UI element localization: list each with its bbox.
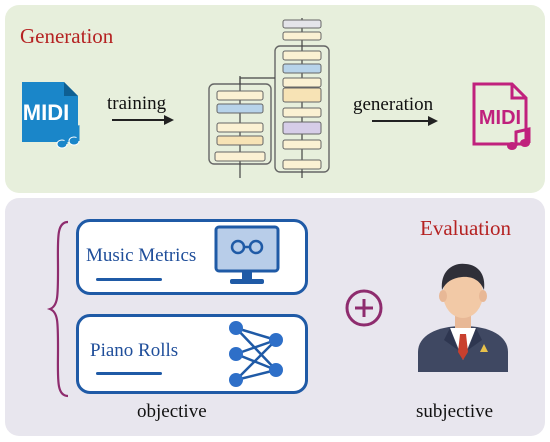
training-label: training [107, 93, 167, 114]
evaluation-title: Evaluation [420, 216, 511, 240]
midi-file-label: MIDI [23, 100, 69, 125]
piano-rolls-label: Piano Rolls [90, 340, 179, 361]
subjective-label: subjective [416, 401, 494, 422]
monitor-metrics-icon [214, 225, 280, 284]
plus-circle-icon [345, 289, 383, 327]
piano-rolls-underline [96, 372, 162, 375]
generation-title: Generation [20, 24, 114, 48]
music-metrics-label: Music Metrics [86, 245, 197, 266]
neural-network-icon [229, 321, 283, 387]
midi-file-icon-blue: MIDI [22, 82, 80, 149]
piano-rolls-card [76, 314, 308, 394]
objective-label: objective [137, 401, 207, 422]
transformer-diagram-icon [208, 18, 330, 178]
training-arrow [112, 115, 174, 125]
midi-file-icon-pink: MIDI [472, 82, 531, 150]
objective-brace [46, 220, 69, 398]
person-avatar-icon [418, 263, 508, 372]
music-metrics-underline [96, 278, 162, 281]
generation-arrow [372, 116, 438, 126]
midi-output-label: MIDI [479, 107, 521, 129]
generation-label: generation [353, 94, 434, 115]
